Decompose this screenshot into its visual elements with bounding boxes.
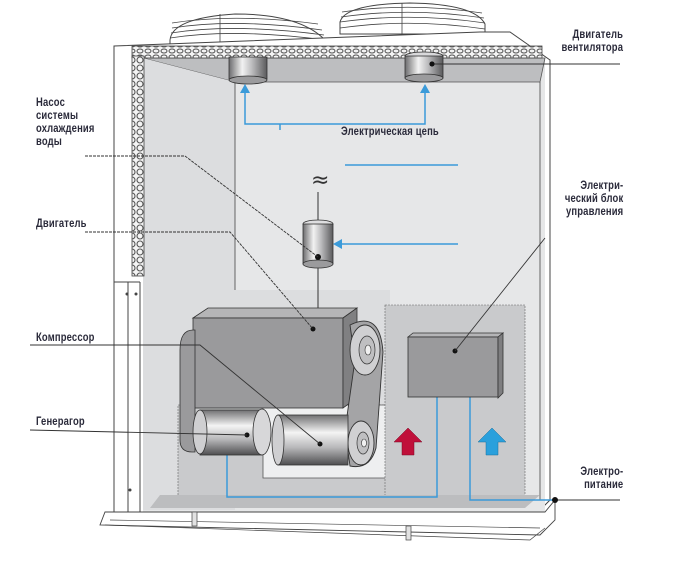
fan-motor-right — [404, 51, 444, 83]
control-box — [406, 332, 505, 399]
ac-symbol: ≈ — [311, 168, 329, 193]
label-control-box: Электри- ческий блок управления — [564, 180, 623, 218]
label-compressor: Компрессор — [36, 332, 95, 344]
leader-lines — [29, 63, 620, 501]
label-power-supply: Электро- питание — [580, 466, 623, 491]
engine — [179, 307, 359, 453]
generator — [192, 408, 272, 456]
cold-air-arrow — [477, 427, 507, 456]
label-generator: Генерагор — [36, 416, 85, 428]
label-electrical-circuit: Электрическая цепь — [341, 126, 439, 138]
label-fan-motor: Двигатель вентилятора — [561, 29, 623, 54]
unit-base — [99, 498, 556, 541]
circuit-arrowheads — [240, 84, 430, 249]
electrical-circuit — [226, 90, 555, 501]
water-pump — [302, 219, 334, 269]
fan-motor-left — [228, 56, 268, 85]
fan-right — [339, 2, 486, 35]
label-engine: Двигатель — [36, 218, 87, 230]
fan-left — [169, 13, 326, 47]
label-water-pump: Насос системы охлаждения воды — [36, 97, 95, 148]
hot-air-arrow — [393, 427, 423, 456]
compressor — [271, 414, 349, 466]
side-grille — [131, 55, 145, 277]
belt-drive — [344, 320, 384, 468]
